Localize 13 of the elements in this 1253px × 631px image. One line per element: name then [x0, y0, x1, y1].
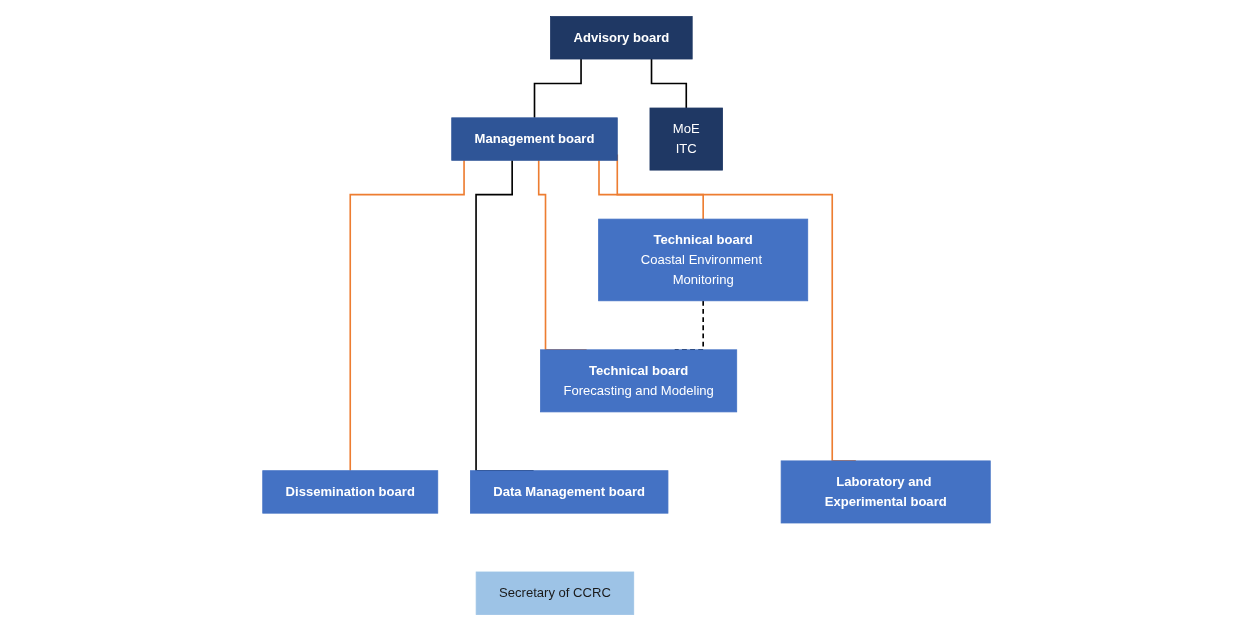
node-box: MoE ITC	[649, 107, 723, 171]
node-box: Advisory board	[550, 16, 693, 60]
node-box: Data Management board	[470, 470, 669, 514]
node-box: Dissemination board	[262, 470, 439, 514]
connector	[650, 58, 688, 109]
node-box: Management board	[451, 117, 618, 161]
connector	[598, 159, 704, 220]
connector	[533, 58, 582, 119]
node-box: Secretary of CCRC	[475, 571, 635, 615]
node-box: Technical board Forecasting and Modeling	[540, 349, 738, 413]
node-box: Laboratory and Experimental board	[780, 460, 991, 524]
node-box: Technical board Coastal Environment Monitoring	[598, 218, 809, 302]
connector	[349, 159, 465, 472]
